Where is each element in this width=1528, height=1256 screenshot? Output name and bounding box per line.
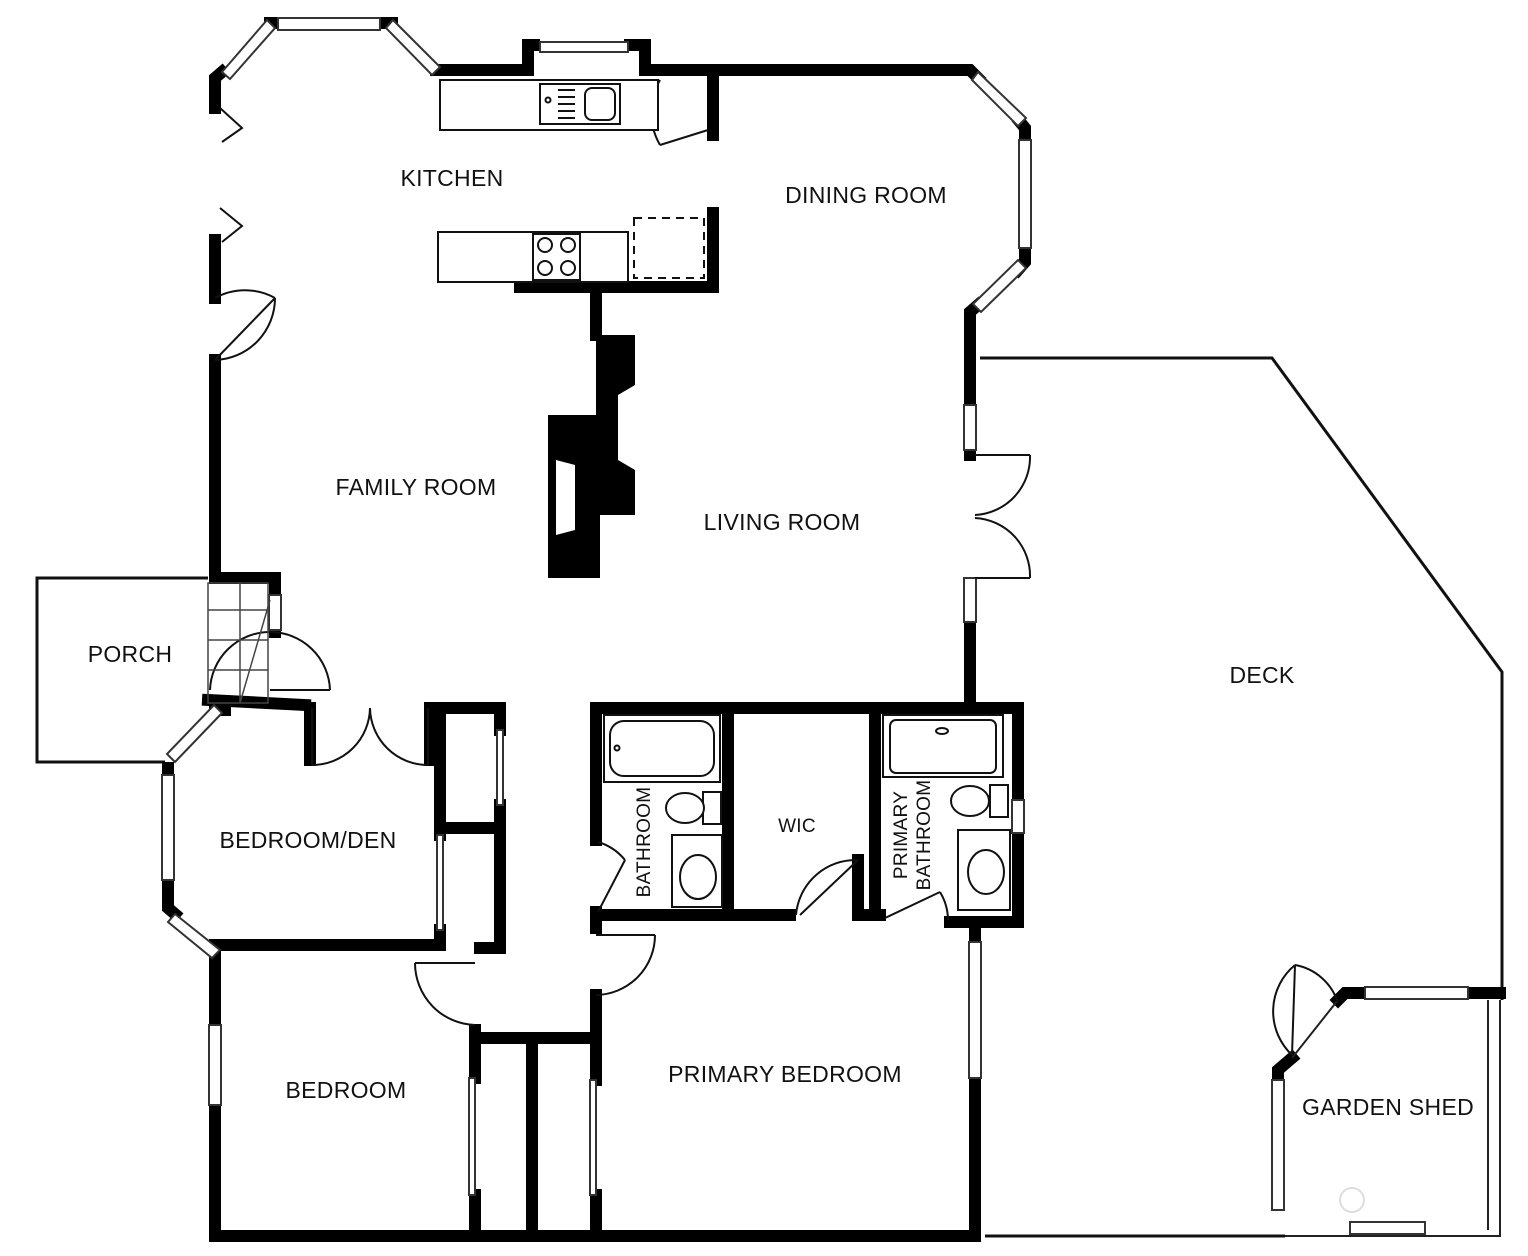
garden-shed-outline: [1285, 999, 1501, 1237]
living-room-label: LIVING ROOM: [704, 509, 861, 535]
primary-bathroom-label-line2: BATHROOM: [914, 780, 935, 891]
fireplace: [548, 335, 635, 578]
primary-bedroom-label: PRIMARY BEDROOM: [668, 1061, 902, 1087]
windows: [161, 17, 1469, 1235]
kitchen-counter: [439, 79, 659, 131]
bedroom-label: BEDROOM: [286, 1077, 407, 1103]
entry-steps: [207, 582, 271, 704]
wic-label: WIC: [778, 816, 816, 837]
bathroom-fixtures: [603, 714, 1011, 911]
bedroom-den-label: BEDROOM/DEN: [219, 827, 396, 853]
closet-doors: [436, 729, 597, 1196]
walls: [162, 17, 1506, 1242]
family-room-label: FAMILY ROOM: [336, 474, 497, 500]
bathroom-label: BATHROOM: [634, 787, 655, 898]
kitchen-label: KITCHEN: [400, 165, 503, 191]
dining-room-label: DINING ROOM: [785, 182, 947, 208]
doors: [209, 79, 1339, 1056]
deck-outline: [980, 356, 1504, 1238]
primary-bathroom-label-line1: PRIMARY: [891, 791, 912, 879]
room-labels: KITCHEN DINING ROOM FAMILY ROOM LIVING R…: [88, 165, 1474, 1120]
kitchen-island: [437, 217, 705, 283]
shed-badge-icon: [1339, 1187, 1365, 1213]
deck-label: DECK: [1229, 662, 1294, 688]
porch-label: PORCH: [88, 641, 173, 667]
porch-outline: [35, 576, 208, 764]
garden-shed-label: GARDEN SHED: [1302, 1094, 1474, 1120]
